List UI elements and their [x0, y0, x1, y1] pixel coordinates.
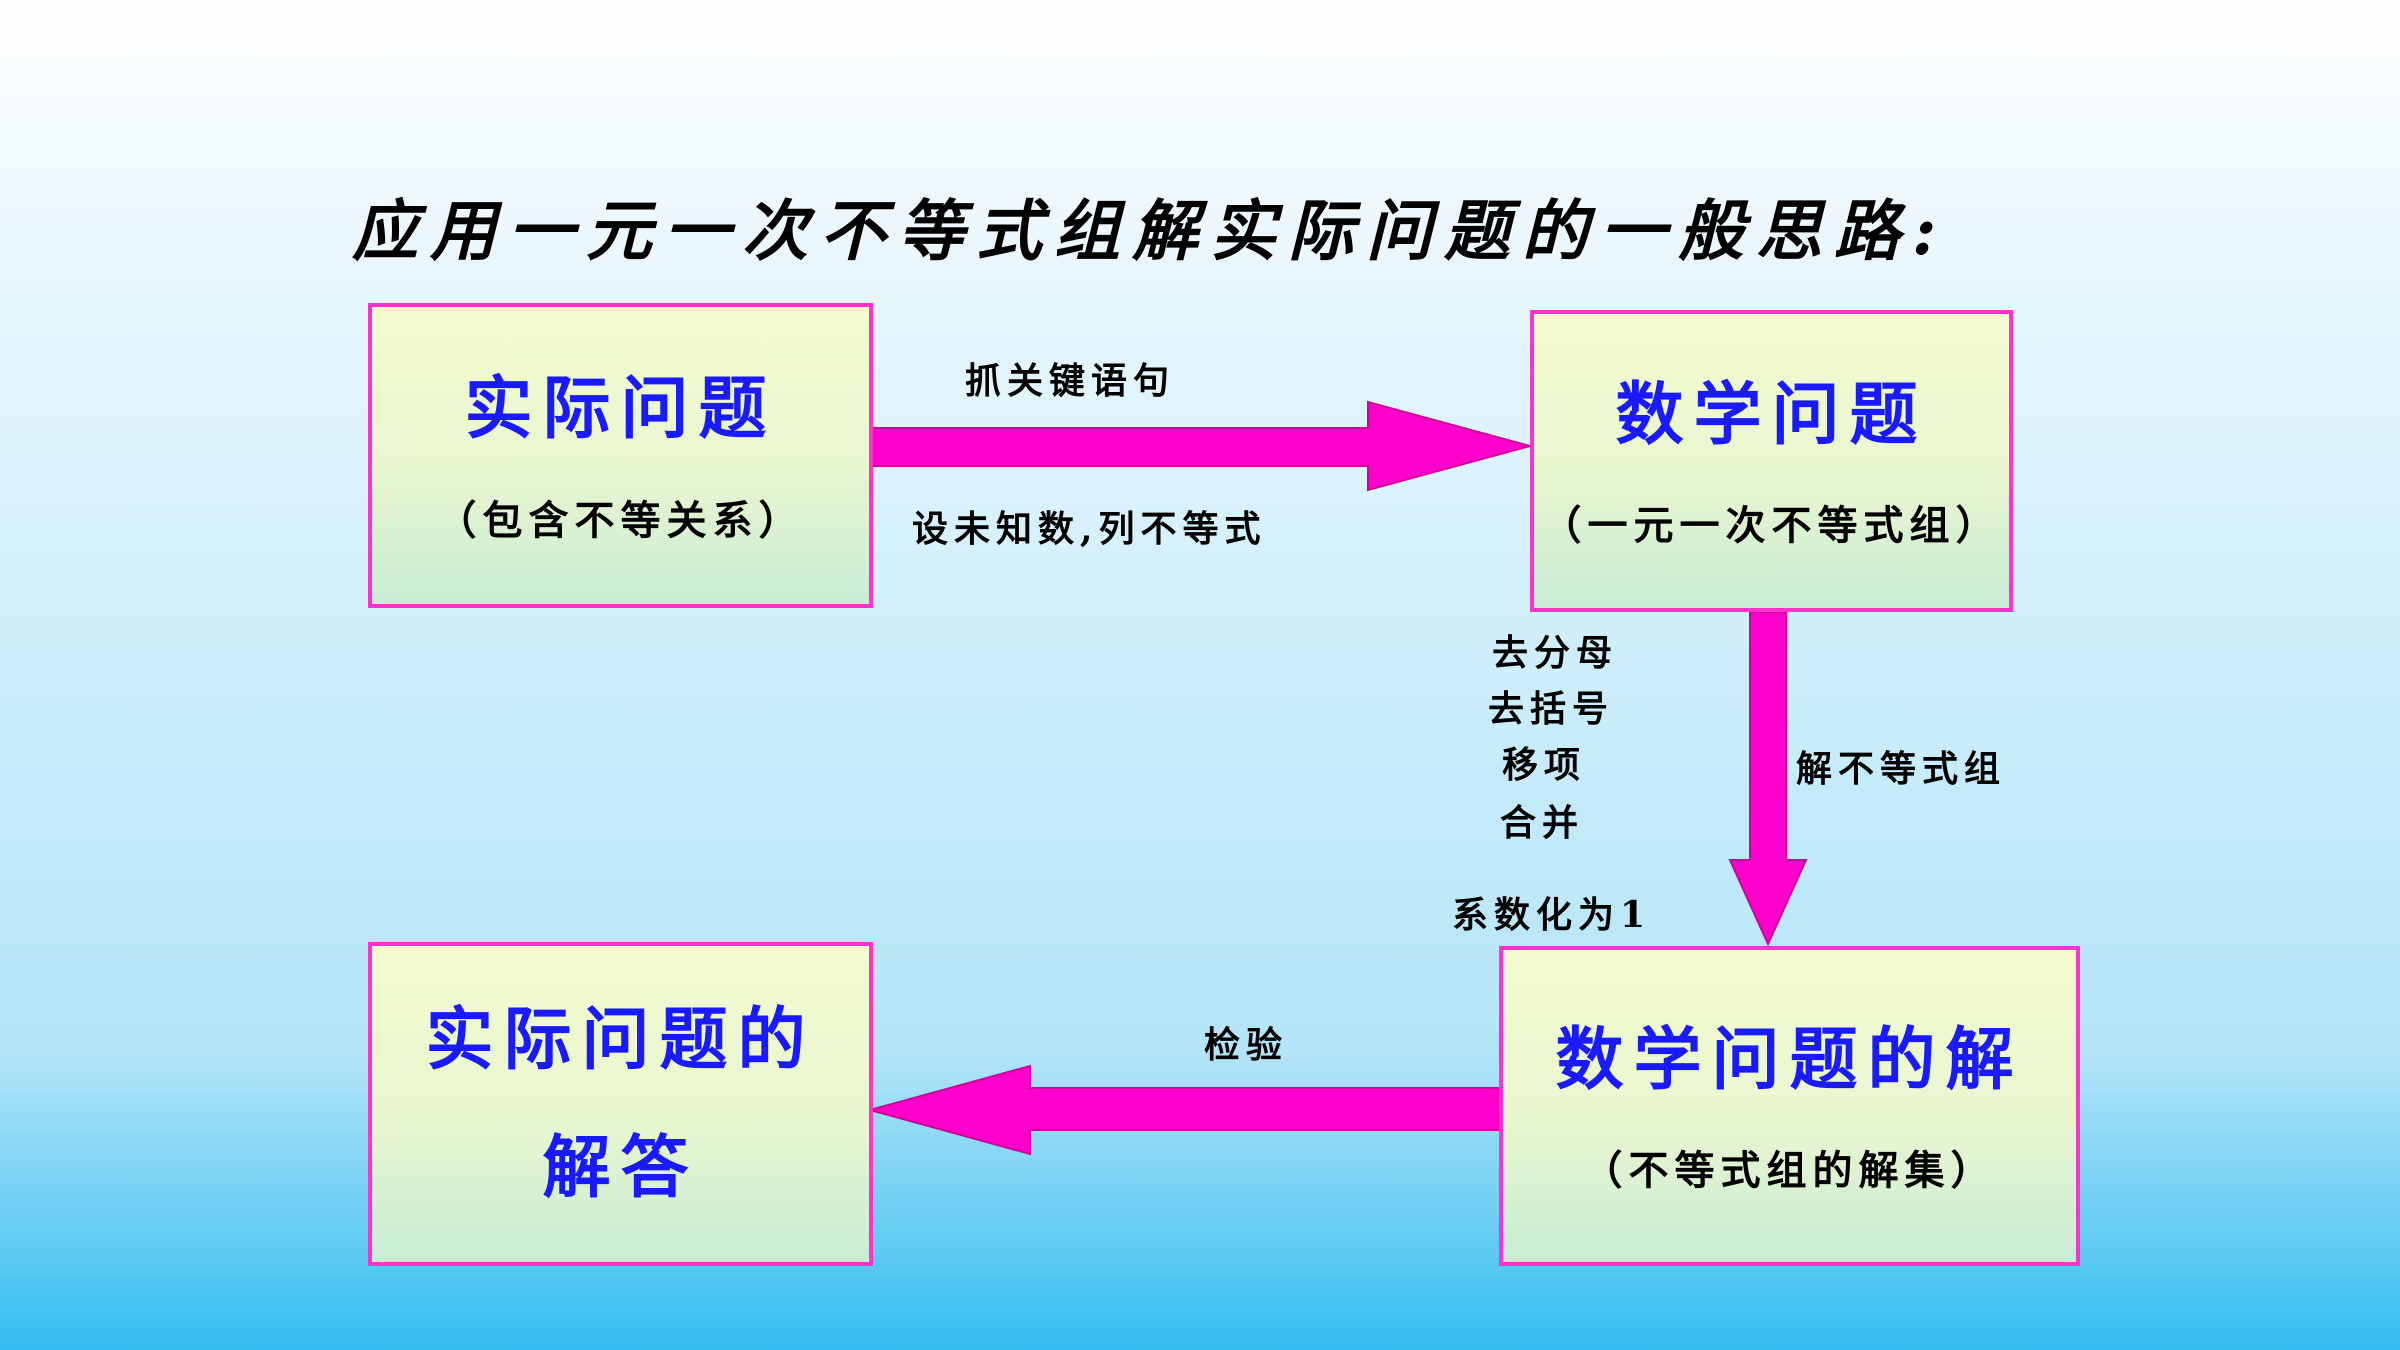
box-math-problem-title: 数学问题 — [1615, 374, 1928, 455]
box-math-problem-subtitle: （一元一次不等式组） — [1541, 502, 2002, 550]
label-step-2: 去括号 — [1488, 688, 1615, 730]
box-real-answer-title-line1: 实际问题的 — [425, 999, 816, 1080]
page-title: 应用一元一次不等式组解实际问题的一般思路: — [352, 192, 1949, 270]
label-step-5: 系数化为1 — [1452, 894, 1652, 936]
label-step-1: 去分母 — [1492, 632, 1619, 674]
box-real-problem-title: 实际问题 — [464, 369, 777, 450]
box-math-solution-subtitle: （不等式组的解集） — [1582, 1147, 1997, 1195]
box-real-problem-subtitle: （包含不等关系） — [436, 496, 805, 544]
label-step-4: 合并 — [1500, 802, 1585, 844]
box-math-solution: 数学问题的解 （不等式组的解集） — [1499, 946, 2080, 1266]
box-math-solution-title: 数学问题的解 — [1555, 1019, 2024, 1100]
label-right-side: 解不等式组 — [1796, 748, 2007, 790]
arrow-down — [1728, 611, 1808, 947]
box-math-problem: 数学问题 （一元一次不等式组） — [1530, 310, 2013, 612]
label-top-below: 设未知数,列不等式 — [912, 508, 1267, 550]
box-real-answer-title-line2: 解答 — [542, 1128, 699, 1208]
label-bottom: 检验 — [1204, 1024, 1289, 1066]
box-real-problem: 实际问题 （包含不等关系） — [368, 303, 873, 608]
box-real-answer: 实际问题的 解答 — [368, 942, 873, 1266]
label-top-above: 抓关键语句 — [965, 360, 1176, 402]
arrow-right — [871, 400, 1534, 492]
label-step-3: 移项 — [1502, 744, 1587, 786]
arrow-left — [866, 1064, 1501, 1156]
